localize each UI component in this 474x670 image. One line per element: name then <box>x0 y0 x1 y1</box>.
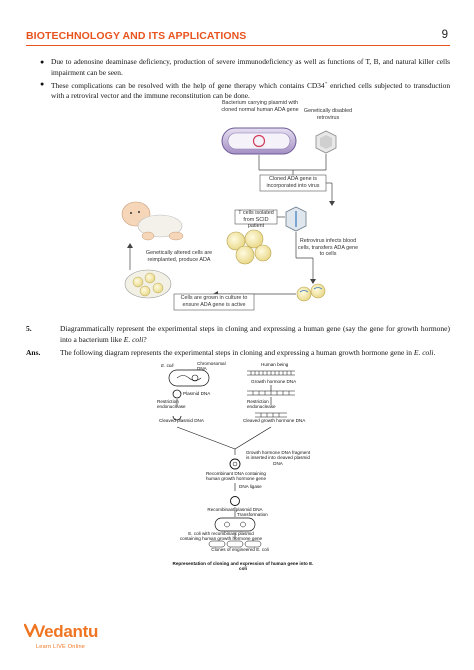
figure-caption: Representation of cloning and expression… <box>172 561 314 572</box>
engineered-ecoli-shape <box>214 517 256 532</box>
label-plasmid-dna: Plasmid DNA <box>183 391 211 396</box>
logo-mark-icon <box>24 623 36 637</box>
label-recombinant-dna: Recombinant DNA containing human growth … <box>205 471 266 482</box>
label-t-cells: T cells isolated from SCID patient <box>238 210 274 230</box>
label-clones: Clones of engineered E. coli <box>211 547 269 552</box>
logo-brand: Vedantu <box>34 622 99 641</box>
gene-therapy-diagram <box>121 127 337 311</box>
bullet-item: ● These complications can be resolved wi… <box>40 79 450 102</box>
label-human-being: Human being <box>261 362 289 367</box>
label-bacterium: Bacterium carrying plasmid with cloned n… <box>221 100 299 113</box>
logo-tagline: Learn LIVE Online <box>36 644 86 650</box>
label-cleaved-plasmid: Cleaved plasmid DNA <box>159 418 204 423</box>
label-cleaved-growth: Cleaved growth hormone DNA <box>243 418 306 423</box>
bullet-icon: ● <box>40 80 45 89</box>
plasmid-shape <box>172 389 182 399</box>
label-growth-hormone-dna: Growth hormone DNA <box>251 379 297 384</box>
label-reimplanted: Genetically altered cells are reimplante… <box>145 250 213 263</box>
baby-illustration <box>121 201 184 241</box>
label-transformation: Transformation <box>237 512 268 517</box>
label-inserted: Growth hormone DNA fragment is inserted … <box>245 450 311 466</box>
label-restriction-right: Restriction endonuclease <box>247 399 276 410</box>
label-chromosomal-dna: Chromosomal DNA <box>197 361 226 372</box>
chapter-title: BIOTECHNOLOGY AND ITS APPLICATIONS <box>26 30 247 42</box>
bullet-icon: ● <box>40 58 45 66</box>
answer-text: The following diagram represents the exp… <box>60 348 436 357</box>
label-infects: Retrovirus infects blood cells, transfer… <box>297 238 359 258</box>
gene-therapy-figure: Bacterium carrying plasmid with cloned n… <box>118 98 358 316</box>
label-ecoli-recombinant: E. coli with recombinant plasmid contain… <box>179 531 263 542</box>
bullet-list: ● Due to adenosine deaminase deficiency,… <box>40 57 450 103</box>
cloning-figure: Chromosomal DNA Human being E. coli Plas… <box>155 361 330 559</box>
label-cloned-gene: Cloned ADA gene is incorporated into vir… <box>266 176 320 189</box>
label-ecoli: E. coli <box>161 363 174 368</box>
label-culture: Cells are grown in culture to ensure ADA… <box>180 295 248 308</box>
vedantu-logo[interactable]: Vedantu Learn LIVE Online <box>24 620 104 660</box>
bullet-text: Due to adenosine deaminase deficiency, p… <box>51 57 450 77</box>
plasmid-ring <box>252 134 266 148</box>
question-text: Diagrammatically represent the experimen… <box>60 324 450 344</box>
label-retrovirus: Genetically disabled retrovirus <box>303 108 353 121</box>
label-dna-ligase: DNA ligase <box>239 484 262 489</box>
cloning-diagram <box>168 369 295 548</box>
page-number: 9 <box>441 29 448 41</box>
page-header: BIOTECHNOLOGY AND ITS APPLICATIONS 9 <box>26 29 450 44</box>
question-5: 5. Diagrammatically represent the experi… <box>26 323 450 345</box>
bullet-text: These complications can be resolved with… <box>51 80 451 101</box>
header-divider <box>26 45 450 46</box>
question-number: 5. <box>26 324 32 333</box>
answer-label: Ans. <box>26 348 41 357</box>
label-restriction-left: Restriction endonuclease <box>157 399 186 410</box>
label-recombinant-plasmid: Recombinant plasmid DNA <box>207 507 263 512</box>
bullet-item: ● Due to adenosine deaminase deficiency,… <box>40 57 450 78</box>
answer-5: Ans. The following diagram represents th… <box>26 347 450 358</box>
recombinant-plasmid-shape <box>229 458 241 470</box>
